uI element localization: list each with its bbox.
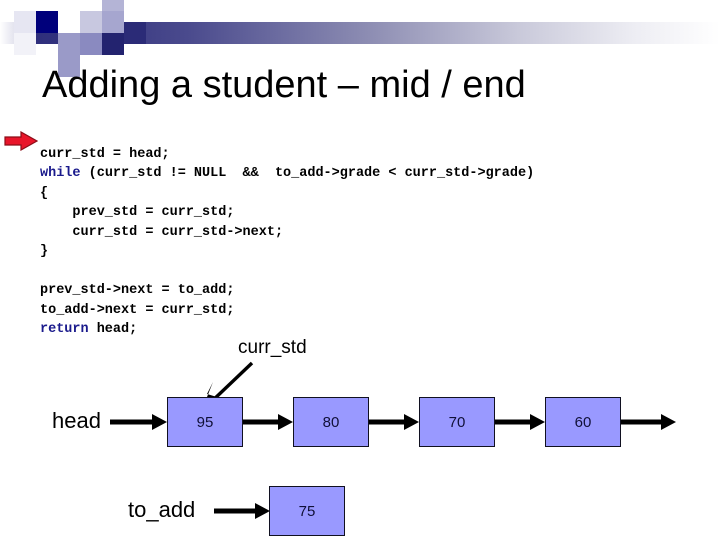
keyword-return: return — [40, 322, 89, 337]
list-tail-arrow-icon — [621, 414, 676, 430]
list-node: 70 — [419, 397, 495, 447]
code-line: curr_std = head; — [40, 146, 170, 162]
deco-square-3 — [14, 33, 36, 55]
deco-square-2 — [14, 11, 36, 33]
list-node-value: 80 — [322, 413, 340, 431]
deco-square-9 — [102, 11, 124, 33]
list-node-value: 95 — [196, 413, 214, 431]
node-link-arrow-icon — [243, 414, 293, 430]
code-listing: curr_std = head; while (curr_std != NULL… — [40, 145, 534, 340]
page-title: Adding a student – mid / end — [42, 64, 526, 106]
keyword-while: while — [40, 166, 81, 181]
deco-square-12 — [124, 22, 146, 44]
to-add-pointer-arrow-icon — [214, 503, 270, 519]
curr-std-annotation-label: curr_std — [238, 337, 307, 358]
to-add-pointer-label: to_add — [128, 497, 196, 522]
deco-square-11 — [58, 55, 80, 77]
code-line: prev_std->next = to_add; — [40, 283, 235, 298]
list-node-value: 60 — [574, 413, 592, 431]
node-link-arrow-icon — [369, 414, 419, 430]
list-node: 80 — [293, 397, 369, 447]
code-blank-line — [40, 262, 534, 282]
code-line: while (curr_std != NULL && to_add->grade… — [40, 166, 535, 181]
deco-square-10 — [102, 33, 124, 55]
code-line: to_add->next = curr_std; — [40, 302, 235, 318]
deco-square-7 — [80, 11, 102, 33]
new-node-value: 75 — [298, 502, 316, 520]
deco-square-6 — [58, 11, 80, 33]
red-right-arrow-icon — [4, 130, 39, 152]
header-decoration — [0, 0, 720, 77]
head-pointer-label: head — [52, 408, 101, 433]
list-node: 95 — [167, 397, 243, 447]
linked-list-diagram: curr_std head 95 80 70 60 to_add — [0, 325, 720, 540]
code-line: return head; — [40, 322, 138, 337]
head-pointer-arrow-icon — [110, 414, 167, 430]
code-line: } — [40, 244, 49, 259]
code-line: prev_std = curr_std; — [40, 205, 235, 220]
new-node: 75 — [269, 486, 345, 536]
deco-square-1 — [36, 11, 58, 33]
list-node: 60 — [545, 397, 621, 447]
code-line: curr_std = curr_std->next; — [40, 224, 284, 240]
code-line: { — [40, 185, 49, 201]
list-node-value: 70 — [448, 413, 466, 431]
deco-square-5 — [80, 33, 102, 55]
node-link-arrow-icon — [495, 414, 545, 430]
deco-square-4 — [58, 33, 80, 55]
header-gradient-bar — [0, 22, 720, 44]
